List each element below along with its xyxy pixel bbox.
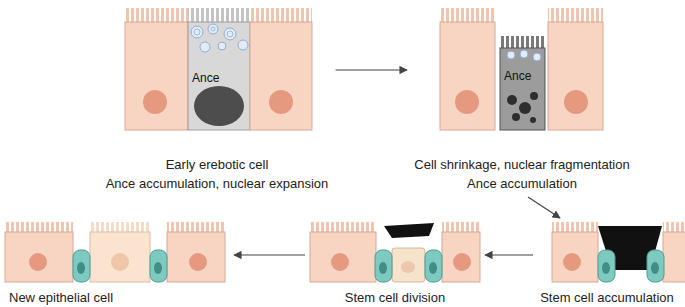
caption-box: Stem cell division bbox=[307, 288, 483, 307]
caption-box: Early erebotic cellAnce accumulation, nu… bbox=[101, 155, 334, 193]
caption-box: Stem cell accumulation bbox=[535, 288, 679, 307]
stage-caption: Ance accumulation, nuclear expansion bbox=[106, 175, 329, 193]
stage-caption: Stem cell accumulation bbox=[540, 289, 674, 307]
stage-caption: Early erebotic cell bbox=[166, 156, 269, 174]
text-line: Stem cell accumulation bbox=[535, 288, 679, 307]
text-line: Stem cell division bbox=[307, 288, 483, 307]
text-line: Early erebotic cell bbox=[101, 155, 334, 174]
erebotic-cell: Ance bbox=[188, 22, 250, 130]
shrunken-cell: Ance bbox=[500, 48, 545, 130]
stage-caption: New epithelial cell bbox=[9, 289, 113, 307]
text-line: Ance bbox=[504, 66, 545, 84]
stage-panel: New epithelial cell bbox=[3, 220, 232, 306]
cell-label-box: Ance bbox=[188, 68, 250, 86]
text-line: Ance bbox=[192, 68, 250, 86]
stage-arrow bbox=[528, 197, 560, 218]
caption-box: Cell shrinkage, nuclear fragmentationAnc… bbox=[409, 155, 635, 193]
stage-panel: Stem cell accumulation bbox=[535, 220, 679, 306]
stage-arrow bbox=[485, 254, 533, 255]
cell-label: Ance bbox=[192, 71, 219, 85]
text-line: Cell shrinkage, nuclear fragmentation bbox=[409, 155, 635, 174]
cell-label-box: Ance bbox=[500, 66, 545, 84]
stage-arrow bbox=[336, 69, 408, 70]
text-line: New epithelial cell bbox=[9, 288, 232, 307]
stage-arrow bbox=[234, 254, 305, 255]
stage-panel: Stem cell division bbox=[307, 220, 483, 306]
panel-stem-accumulation bbox=[552, 222, 685, 282]
stage-caption: Ance accumulation bbox=[467, 175, 577, 193]
text-line: Ance accumulation bbox=[409, 174, 635, 193]
text-line: Ance accumulation, nuclear expansion bbox=[101, 174, 334, 193]
panel-new-cell bbox=[5, 222, 225, 282]
stage-caption: Cell shrinkage, nuclear fragmentation bbox=[414, 156, 629, 174]
cell-label: Ance bbox=[504, 69, 531, 83]
panel-early-erebotic bbox=[125, 8, 312, 130]
panel-stem-division bbox=[310, 222, 480, 282]
stage-caption: Stem cell division bbox=[345, 289, 445, 307]
panel-shrinkage bbox=[440, 8, 603, 130]
stage-panel: Cell shrinkage, nuclear fragmentationAnc… bbox=[409, 3, 635, 195]
caption-box: New epithelial cell bbox=[3, 288, 232, 307]
stage-panel: Early erebotic cellAnce accumulation, nu… bbox=[101, 3, 334, 195]
